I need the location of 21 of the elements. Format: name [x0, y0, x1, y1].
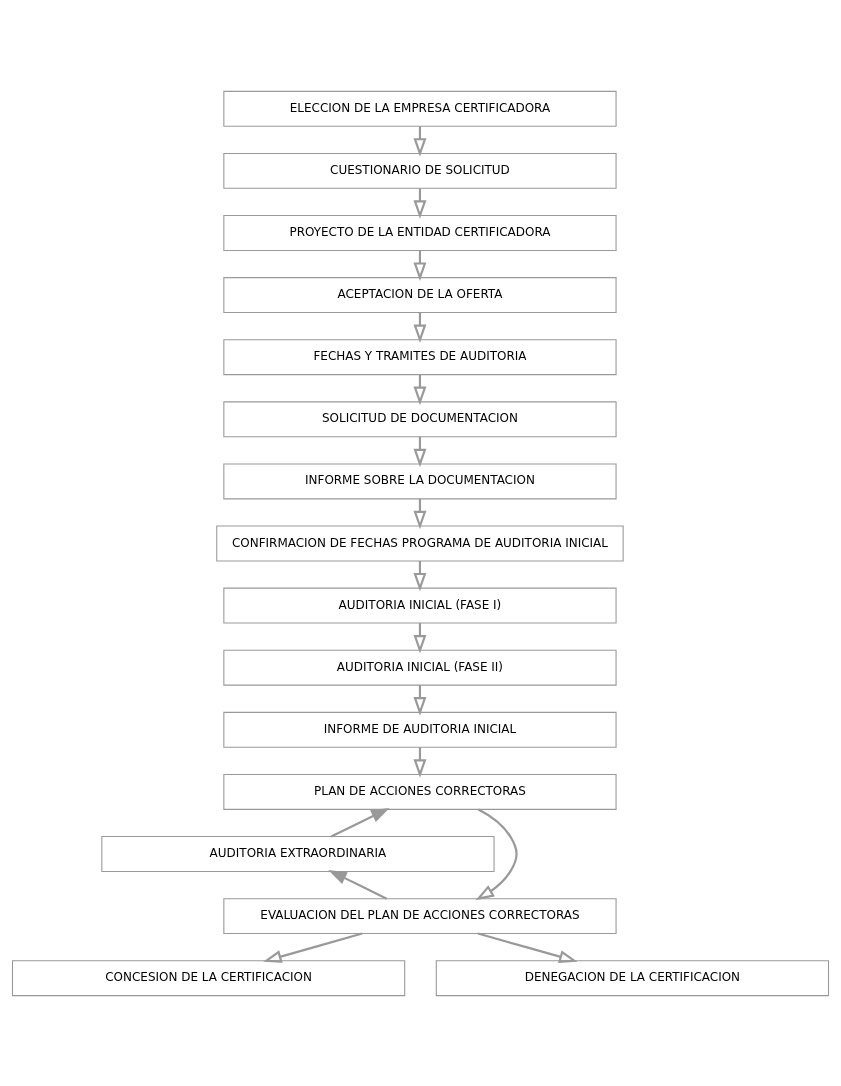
node-box: CONCESION DE LA CERTIFICACION — [11, 959, 406, 996]
node-box: CONFIRMACION DE FECHAS PROGRAMA DE AUDITORIA INICIAL — [216, 525, 624, 561]
node-box: FECHAS Y TRAMITES DE AUDITORIA — [223, 338, 617, 375]
node-box: EVALUACION DEL PLAN DE ACCIONES CORRECTORAS — [223, 897, 617, 934]
arrow — [328, 869, 388, 900]
node-box: AUDITORIA EXTRAORDINARIA — [101, 835, 495, 872]
node-box: AUDITORIA INICIAL (FASE I) — [223, 587, 617, 624]
node-box: PLAN DE ACCIONES CORRECTORAS — [223, 773, 617, 810]
node-box: CUESTIONARIO DE SOLICITUD — [223, 152, 617, 189]
node-box: AUDITORIA INICIAL (FASE II) — [223, 649, 617, 686]
node-box: INFORME SOBRE LA DOCUMENTACION — [223, 462, 617, 499]
arrow — [477, 932, 578, 963]
node-box: SOLICITUD DE DOCUMENTACION — [223, 400, 617, 437]
arrow — [263, 932, 363, 963]
arrow — [475, 808, 518, 900]
node-box: ACEPTACION DE LA OFERTA — [223, 276, 617, 313]
node-box: DENEGACION DE LA CERTIFICACION — [435, 959, 830, 996]
node-box: PROYECTO DE LA ENTIDAD CERTIFICADORA — [223, 214, 617, 251]
arrow — [330, 807, 390, 838]
node-box: INFORME DE AUDITORIA INICIAL — [223, 711, 617, 748]
node-box: ELECCION DE LA EMPRESA CERTIFICADORA — [223, 90, 617, 127]
